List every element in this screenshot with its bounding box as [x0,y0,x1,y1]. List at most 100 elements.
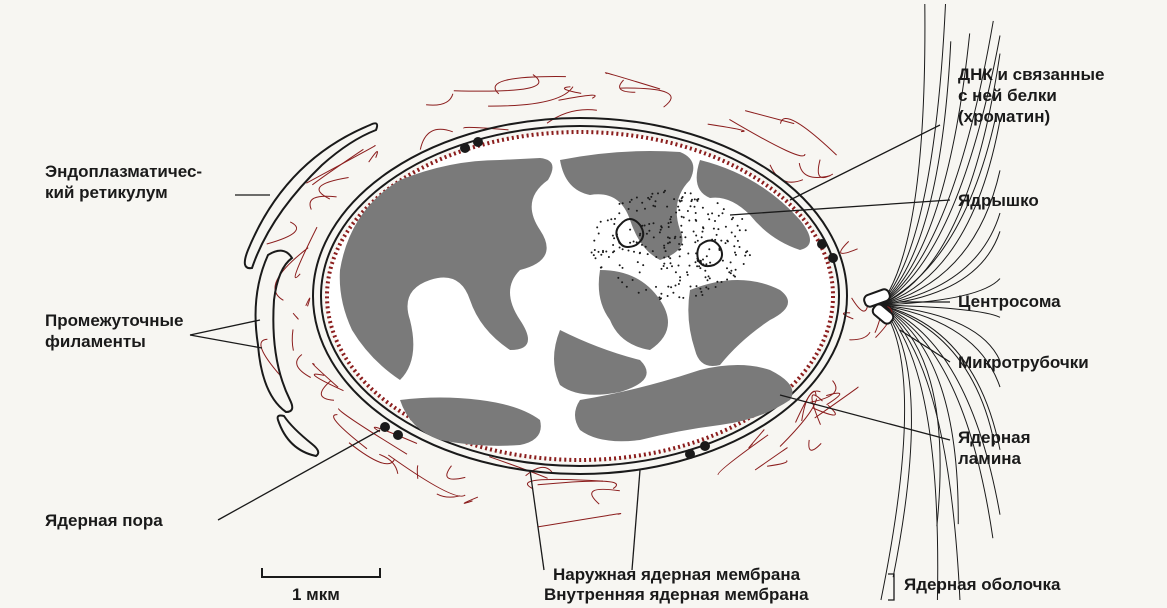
label-line: (хроматин) [958,106,1104,127]
nucleolus-dot [686,271,688,273]
nucleolus-dot [626,286,628,288]
intermediate-filament [495,77,566,94]
label-line: ламина [958,448,1031,469]
nucleolus-dot [730,272,732,274]
nucleolus-dot [720,240,722,242]
nucleolus-dot [629,201,631,203]
nucleolus-dot [737,240,739,242]
nucleolus-dot [744,255,746,257]
nucleolus-dot [696,265,698,267]
nucleolus-dot [695,295,697,297]
intermediate-filament [293,313,298,319]
intermediate-filament [295,227,317,278]
nucleolus-dot [717,228,719,230]
nucleolus-dot [707,288,709,290]
nucleolus-dot [628,208,630,210]
nucleolus-dot [683,216,685,218]
label-nucleolus: Ядрышко [958,190,1039,211]
nucleolus-dot [735,269,737,271]
nucleolus-dot [679,280,681,282]
nucleolus-dot [670,262,672,264]
intermediate-filament [780,399,817,447]
nucleolus-dot [675,271,677,273]
nucleolus-dot [671,265,673,267]
intermediate-filament [319,178,349,200]
label-nuclear-pore: Ядерная пора [45,510,163,531]
nucleolus-dot [733,245,735,247]
nucleolus-dot [705,286,707,288]
nucleolus-dot [614,218,616,220]
nucleolus-dot [593,240,595,242]
label-line: филаменты [45,331,183,352]
nucleolus-dot [639,271,641,273]
nucleolus-dot [667,286,669,288]
nucleolus-dot [622,267,624,269]
nucleolus-dot [619,203,621,205]
nucleolus-dot [694,198,696,200]
nucleolus-dot [633,241,635,243]
nucleolus-dot [679,248,681,250]
nucleolus-dot [629,229,631,231]
nucleolus-dot [726,267,728,269]
nucleolus-dot [734,252,736,254]
nucleolus-dot [698,265,700,267]
intermediate-filament [621,88,672,107]
intermediate-filament [464,497,478,503]
label-endoplasmic-reticulum: Эндоплазматичес- кий ретикулум [45,161,202,203]
label-centrosome: Центросома [958,291,1061,312]
label-intermediate-filaments: Промежуточные филаменты [45,310,183,352]
nucleolus-dot [667,242,669,244]
nucleolus-dot [715,286,717,288]
nucleolus-dot [737,225,739,227]
nucleolus-dot [717,202,719,204]
intermediate-filament [349,443,395,464]
nucleolus-dot [688,220,690,222]
label-line: кий ретикулум [45,182,202,203]
nucleolus-dot [618,212,620,214]
nucleolus-dot [734,276,736,278]
nucleolus-dot [657,192,659,194]
nucleolus-dot [706,255,708,257]
intermediate-filament [369,152,378,163]
nucleolus-dot [693,231,695,233]
nucleolus-dot [709,262,711,264]
nucleolus-dot [659,231,661,233]
nucleolus-dot [678,243,680,245]
nucleolus-dot [687,253,689,255]
nucleolus-dot [730,261,732,263]
intermediate-filament [538,481,617,489]
nucleolus-dot [622,202,624,204]
intermediate-filament [388,455,465,496]
nucleolus-dot [697,200,699,202]
nucleolus-dot [663,263,665,265]
nucleolus-dot [722,212,724,214]
nucleolus-dot [681,244,683,246]
nucleolus-dot [681,216,683,218]
nucleolus-dot [678,265,680,267]
label-nuclear-lamina: Ядерная ламина [958,427,1031,469]
nucleolus-dot [690,192,692,194]
label-inner-nuclear-membrane: Внутренняя ядерная мембрана [544,584,809,605]
nucleolus-dot [667,295,669,297]
nucleolus-dot [647,197,649,199]
intermediate-filament [592,489,620,504]
nucleolus-dot [663,257,665,259]
nucleolus-dot [665,250,667,252]
nucleolus-dot [708,275,710,277]
nucleolus-dot [709,277,711,279]
nucleolus-dot [613,223,615,225]
nucleolus-dot [723,208,725,210]
nucleolus-dot [669,237,671,239]
nucleolus-dot [663,265,665,267]
nucleolus-dot [654,205,656,207]
nucleolus-dot [653,236,655,238]
nucleolus-dot [674,237,676,239]
intermediate-filament [781,118,837,155]
nucleolus-dot [695,220,697,222]
nucleolus-dot [721,281,723,283]
microtubule [880,4,925,305]
nucleolus-dot [669,218,671,220]
nucleolus-dot [702,259,704,261]
nucleolus-dot [739,246,741,248]
nucleolus-dot [600,221,602,223]
